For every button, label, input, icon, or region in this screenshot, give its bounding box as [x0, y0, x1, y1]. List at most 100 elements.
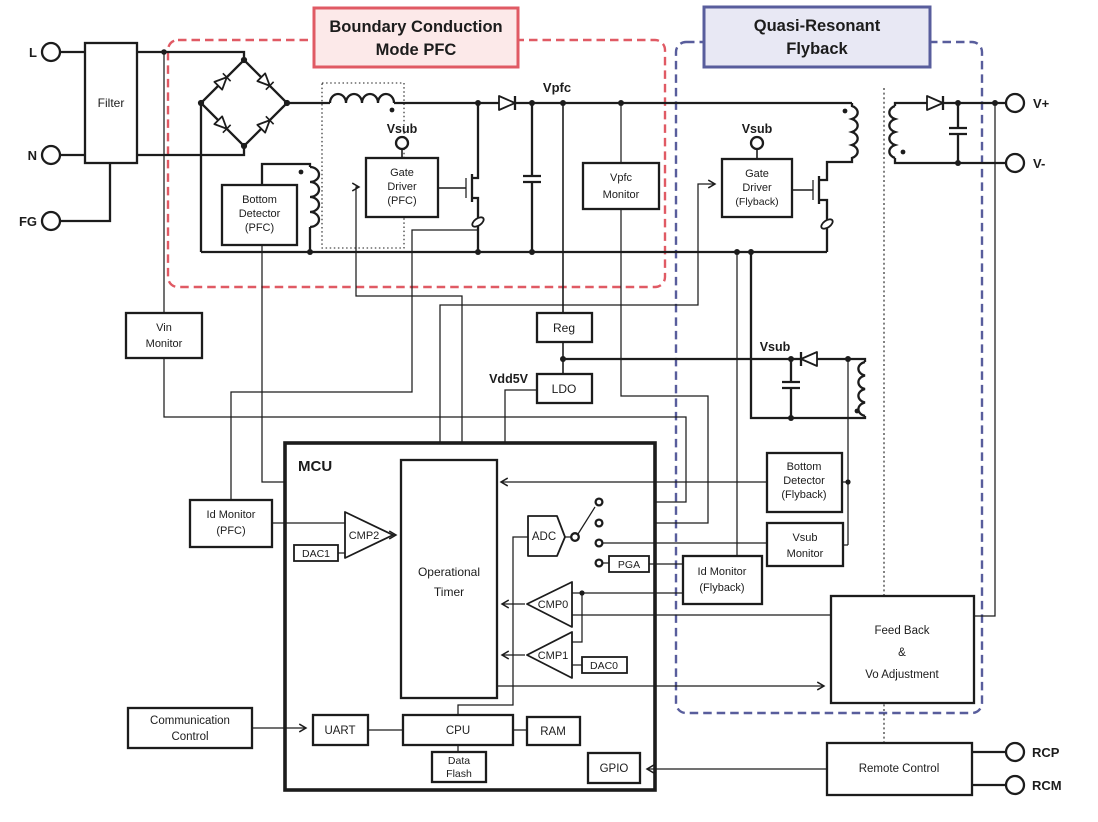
vin-monitor: Vin Monitor	[124, 52, 687, 503]
vdd5v-label: Vdd5V	[489, 372, 529, 386]
uart-box	[311, 713, 370, 747]
dac0-label: DAC0	[590, 660, 618, 672]
vin-monitor-label-2: Monitor	[146, 338, 183, 350]
cmp1-label: CMP1	[538, 650, 569, 662]
communication-control-label-1: Communication	[150, 715, 230, 727]
gate-driver-pfc-label-1: Gate	[390, 167, 414, 179]
dac1-label: DAC1	[302, 548, 330, 560]
transformer-secondary	[888, 104, 899, 160]
bottom-detector-pfc-label-2: Detector	[239, 208, 281, 220]
pfc-inductor-polarity-dot	[389, 107, 395, 113]
pfc-bulk-capacitor	[523, 103, 541, 252]
bottom-detector-flyback: Bottom Detector (Flyback)	[499, 451, 844, 514]
cmp2-label: CMP2	[349, 530, 380, 542]
id-monitor-pfc: Id Monitor (PFC)	[188, 498, 345, 549]
adc-mux-contact-1	[594, 497, 604, 507]
vpfc-monitor-signal	[603, 209, 709, 524]
v-minus-label: V-	[1033, 156, 1045, 171]
remote-control-label: Remote Control	[859, 763, 940, 775]
secondary-polarity-dot	[900, 149, 906, 155]
pga-label: PGA	[618, 559, 640, 571]
vsub-monitor-label-2: Monitor	[787, 548, 824, 560]
vin-monitor-label-1: Vin	[156, 322, 172, 334]
vsub-monitor-label-1: Vsub	[792, 532, 817, 544]
cpu-label: CPU	[446, 725, 470, 737]
operational-timer-label-2: Timer	[434, 585, 464, 599]
gate-driver-pfc-label-3: (PFC)	[387, 195, 416, 207]
output-feedback-line	[974, 103, 996, 617]
adc-block	[527, 515, 566, 557]
vsub-flyback-label: Vsub	[742, 122, 773, 136]
bridge-diode-br	[256, 115, 275, 134]
bottom-detector-flyback-label-1: Bottom	[787, 461, 822, 473]
gate-driver-pfc-label-2: Driver	[387, 181, 417, 193]
feedback-block: Feed Back & Vo Adjustment	[497, 594, 976, 705]
terminal-rcp	[1004, 741, 1026, 763]
vpfc-monitor-label-1: Vpfc	[610, 172, 633, 184]
flyback-current-sense-loop	[820, 218, 834, 230]
terminal-fg-label: FG	[19, 214, 37, 229]
gate-driver-flyback-label-1: Gate	[745, 168, 769, 180]
bottom-detector-pfc: Bottom Detector (PFC)	[220, 183, 398, 487]
terminal-l	[40, 41, 62, 63]
mcu-label: MCU	[298, 458, 332, 475]
primary-polarity-dot	[842, 108, 848, 114]
uart-label: UART	[324, 725, 355, 737]
terminal-fg	[40, 210, 62, 232]
transformer-primary	[819, 103, 859, 252]
communication-control-label-2: Control	[171, 731, 208, 743]
feedback-label-2: &	[898, 647, 906, 659]
flyback-title-line-2: Flyback	[786, 40, 848, 58]
id-monitor-flyback-label-1: Id Monitor	[698, 566, 747, 578]
reg-label: Reg	[553, 321, 575, 335]
vdd5v-line	[504, 389, 537, 443]
terminal-v-plus	[1004, 92, 1026, 114]
pfc-inductor	[328, 92, 396, 104]
gpio-label: GPIO	[600, 763, 629, 775]
bridge-diode-bl	[213, 115, 232, 134]
cmp0-label: CMP0	[538, 599, 569, 611]
pfc-title-line-1: Boundary Conduction	[329, 18, 502, 36]
ldo-label: LDO	[552, 382, 577, 396]
vsub-aux-label: Vsub	[760, 340, 791, 354]
bridge-outline	[199, 58, 289, 148]
reg-ldo-section: Reg LDO Vdd5V	[489, 103, 791, 443]
flyback-power-stage: V+ V-	[792, 92, 1050, 617]
data-flash-label-2: Flash	[446, 768, 472, 780]
vpfc-monitor: Vpfc Monitor	[581, 103, 709, 524]
vsub-aux-circuit: Vsub	[749, 252, 867, 546]
id-monitor-flyback: Id Monitor (Flyback)	[681, 252, 764, 606]
gate-driver-flyback-label-3: (Flyback)	[735, 196, 778, 208]
terminal-l-label: L	[29, 45, 37, 60]
adc-mux-arm	[577, 506, 596, 535]
primary-ground-rail	[199, 103, 827, 254]
mcu-block: MCU Operational Timer CMP2 DAC1 ADC PGA …	[283, 441, 831, 792]
adc-label: ADC	[532, 531, 556, 543]
bridge-diode-tr	[256, 72, 275, 91]
vsub-monitor: Vsub Monitor	[603, 521, 845, 568]
vsub-diode	[799, 351, 818, 367]
flyback-pwm-signal	[439, 179, 717, 460]
gate-driver-flyback-label-2: Driver	[742, 182, 772, 194]
filter-output-wires	[137, 50, 246, 157]
rcp-label: RCP	[1032, 745, 1060, 760]
bridge-diode-tl	[213, 72, 232, 91]
adc-mux-contact-2	[594, 518, 604, 528]
bottom-detector-pfc-label-3: (PFC)	[245, 222, 274, 234]
bottom-detector-flyback-label-2: Detector	[783, 475, 825, 487]
aux-winding-polarity-dot	[854, 408, 860, 414]
terminal-rcm	[1004, 774, 1026, 796]
terminal-n-label: N	[28, 148, 37, 163]
adc-mux-pole	[570, 532, 580, 542]
adc-mux-contact-4	[594, 558, 604, 568]
output-diode	[926, 95, 945, 111]
rcm-label: RCM	[1032, 778, 1062, 793]
id-monitor-pfc-label-1: Id Monitor	[207, 509, 256, 521]
vsub-terminal-pfc	[394, 135, 410, 151]
operational-timer-label-1: Operational	[418, 565, 480, 579]
filter-label: Filter	[98, 96, 125, 110]
pfc-pwm-signal	[351, 182, 463, 460]
flyback-aux-winding	[857, 360, 866, 418]
